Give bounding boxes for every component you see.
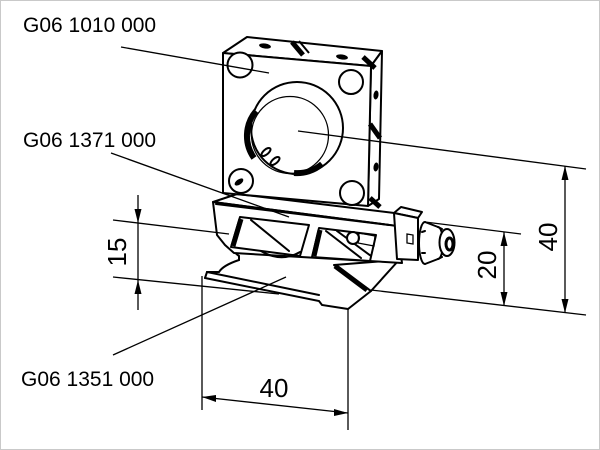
clamp-jaw-edge-1 [230,218,244,247]
screw-slot-bl [234,178,244,186]
arrow-40b-left [202,395,216,402]
arrow-40r-top [561,166,569,180]
leader-part1 [120,46,270,74]
side-mark-3 [373,162,379,172]
clamp-jaw-edge-2 [311,229,323,257]
knob-shaft [421,230,426,254]
corner-hole-tl [226,51,254,79]
dimension-rail-width: 40 [201,276,349,430]
leader-mirror-axis [297,130,587,170]
knob-taper [437,226,443,260]
rail-right-bottom-edge [347,290,372,310]
knob-block-front [393,212,419,261]
arrow-40r-bottom [561,299,569,313]
part-label-carrier-clamp: G06 1371 000 [23,129,156,152]
leader-part2 [110,152,290,218]
dim-line-40-bottom [201,396,349,414]
dim-text-40-right: 40 [533,223,563,252]
dim-text-20: 20 [472,251,502,280]
side-mark-2 [367,122,383,140]
corner-chamfer-mark [361,55,377,70]
dovetail-arc [260,250,301,259]
top-slot-1 [259,43,271,49]
arrow-15-bottom [134,280,142,294]
knob-socket [444,236,455,252]
mirror-shadow-bottom [293,161,324,177]
ext-line-15-bottom [112,276,280,295]
mirror-mount-plate [222,36,383,209]
arrow-20-bottom [500,292,508,306]
side-mark-1 [373,90,379,100]
leader-lines [110,46,587,356]
rail-bottom-edge [204,277,349,310]
arrow-15-top [134,209,142,223]
block-notch [406,233,414,245]
mirror-shadow-left [243,109,259,160]
corner-hole-br [339,180,365,206]
dim-text-40-bottom: 40 [260,373,289,403]
side-corner-mark [368,196,382,209]
knob-body-edges [424,221,439,265]
knob-back-rim [418,221,426,265]
adjustment-knob [418,221,456,265]
arrow-20-top [500,232,508,246]
part-labels: G06 1010 000 G06 1371 000 G06 1351 000 [21,14,156,391]
ball-detent [346,231,360,245]
ext-line-20-top [424,221,522,235]
carrier-clamp [212,193,423,264]
mirror-highlight-1 [260,146,272,158]
corner-hole-tr [338,69,364,95]
top-mark-1 [290,40,305,57]
dimension-knob-axis-height: 20 [424,221,522,306]
dim-text-15: 15 [102,238,132,267]
leader-part3 [112,276,287,356]
dimension-optical-axis-height: 40 [370,166,587,316]
ext-line-15-top [112,219,230,235]
mirror-highlight-2 [269,155,281,167]
dimension-rail-height: 15 [102,195,280,310]
part-label-rail-carrier: G06 1351 000 [21,368,154,391]
ext-line-40-bottom-shared [370,289,587,316]
rail-flange-edge [206,271,320,296]
rail-dovetail-shadow [333,264,369,292]
dovetail-line-1 [250,219,290,252]
top-slot-2 [336,54,348,60]
clamp-chamfer-edge [215,203,390,226]
part-label-mirror-mount: G06 1010 000 [23,14,156,37]
detent-slot [357,232,376,247]
top-mark-2 [298,40,310,54]
plate-aperture [250,81,344,175]
rail-carrier [204,233,400,310]
dovetail-line-2 [325,230,362,259]
arrow-40b-right [334,409,348,416]
